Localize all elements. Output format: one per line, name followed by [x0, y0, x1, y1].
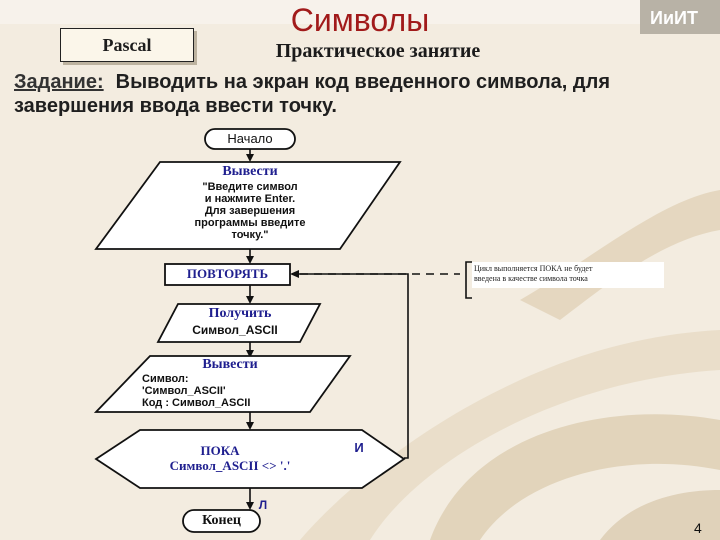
start-terminator — [204, 128, 296, 150]
output2-parallelogram — [93, 355, 352, 413]
task-label: Задание: — [14, 71, 104, 93]
output1-line: "Введите символ — [202, 181, 298, 193]
note-bracket — [465, 261, 472, 299]
repeat-block — [164, 263, 291, 286]
note-box — [472, 262, 664, 288]
arrowhead — [290, 270, 299, 278]
output2-line: 'Символ_ASCII' — [142, 385, 226, 397]
output2-title: Вывести — [202, 357, 258, 372]
output1-line: и нажмите Enter. — [204, 193, 296, 205]
true-branch-label: И — [354, 440, 364, 455]
start-label: Начало — [227, 131, 273, 146]
lesson-subtitle: Практическое занятие — [275, 40, 481, 62]
page-title: Символы — [290, 2, 430, 38]
arrowhead — [246, 256, 254, 264]
end-label: Конец — [202, 513, 241, 528]
output1-line: точку." — [231, 229, 269, 241]
output1-parallelogram — [94, 161, 402, 250]
output2-line: Код : Символ_ASCII — [142, 397, 251, 409]
page-number: 4 — [694, 520, 702, 536]
task-statement: Задание:Выводить на экран код введенного… — [14, 70, 706, 118]
output1-title: Вывести — [222, 164, 278, 179]
output1-line: Для завершения — [204, 205, 296, 217]
input-title: Получить — [208, 306, 272, 321]
course-tag: ИиИТ — [650, 8, 698, 28]
input-parallelogram — [156, 303, 322, 343]
output1-text: "Введите символ и нажмите Enter. Для зав… — [160, 181, 340, 241]
note-text: Цикл выполняется ПОКА не будет введена в… — [474, 264, 664, 284]
output2-line: Символ: — [142, 373, 189, 385]
arrowhead — [246, 502, 254, 510]
condition-keyword: ПОКА — [200, 443, 240, 458]
false-branch-label: Л — [258, 498, 268, 512]
language-box: Pascal — [60, 28, 194, 62]
note-line: введена в качестве символа точка — [474, 274, 588, 283]
arrowhead — [246, 350, 254, 358]
condition-hexagon — [94, 429, 406, 489]
task-text: Выводить на экран код введенного символа… — [14, 71, 610, 117]
condition-expression: Символ_ASCII <> '.' — [169, 458, 291, 473]
repeat-label: ПОВТОРЯТЬ — [186, 266, 269, 281]
note-line: Цикл выполняется ПОКА не будет — [474, 264, 593, 273]
output2-text: Символ: 'Символ_ASCII' Код : Символ_ASCI… — [142, 373, 312, 409]
input-variable: Символ_ASCII — [192, 323, 278, 337]
end-terminator — [182, 509, 261, 533]
arrowhead — [246, 154, 254, 162]
arrowhead — [246, 422, 254, 430]
output1-line: программы введите — [194, 217, 306, 229]
arrowhead — [246, 296, 254, 304]
